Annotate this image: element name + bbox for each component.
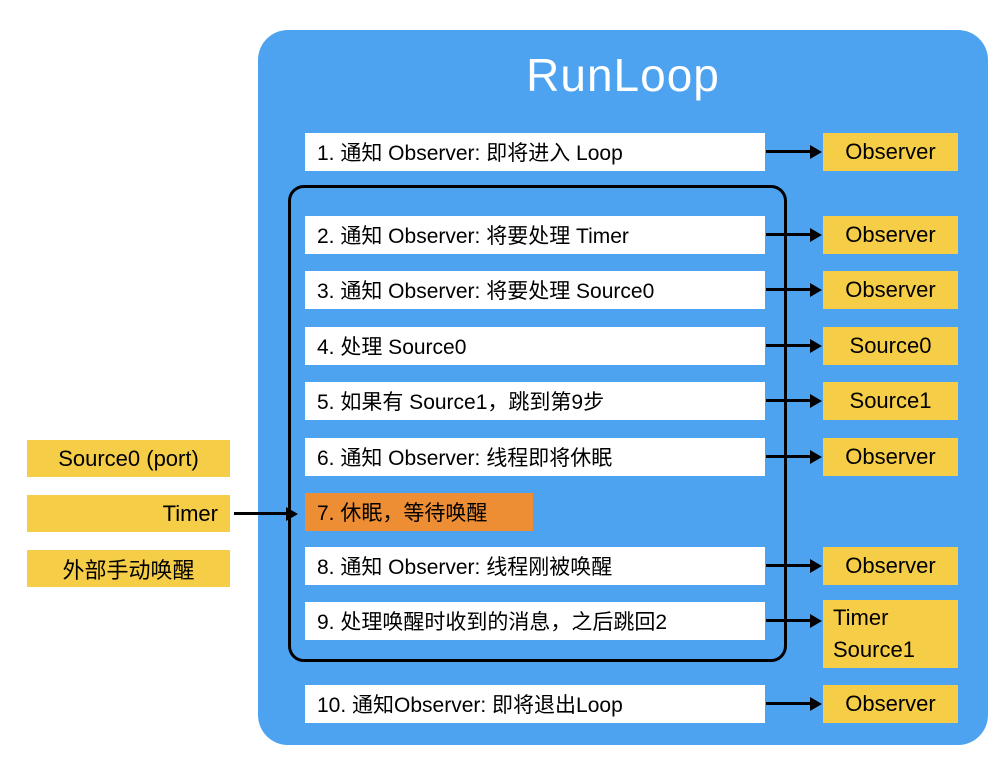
step-4-target-label: Source0 [849,333,932,358]
step-10-box: 10. 通知Observer: 即将退出Loop [305,685,765,723]
step-4-box: 4. 处理 Source0 [305,327,765,365]
step-10-target-label: Observer [845,691,936,716]
step-3-target-label: Observer [845,277,936,302]
wakeup-manual-label: 外部手动唤醒 [62,557,195,583]
step-6-arrow [766,455,810,458]
step-8-target-label: Observer [845,553,936,578]
step-4-target: Source0 [823,327,958,365]
step-2-box: 2. 通知 Observer: 将要处理 Timer [305,216,765,254]
step-8-arrow [766,564,810,567]
step-10-label: 10. 通知Observer: 即将退出Loop [317,694,623,717]
step-6-label: 6. 通知 Observer: 线程即将休眠 [317,447,613,470]
step-1-arrow [766,150,810,153]
step-8-label: 8. 通知 Observer: 线程刚被唤醒 [317,556,613,579]
step-3-arrow [766,288,810,291]
step-8-target: Observer [823,547,958,585]
wakeup-source0-label: Source0 (port) [58,445,199,471]
step-8-box: 8. 通知 Observer: 线程刚被唤醒 [305,547,765,585]
step-9-box: 9. 处理唤醒时收到的消息，之后跳回2 [305,602,765,640]
step-5-label: 5. 如果有 Source1，跳到第9步 [317,391,605,414]
step-3-label: 3. 通知 Observer: 将要处理 Source0 [317,280,655,303]
step-1-target: Observer [823,133,958,171]
step-7-label: 7. 休眠，等待唤醒 [317,502,488,525]
inner-loop-outline [288,185,787,662]
step-1-box: 1. 通知 Observer: 即将进入 Loop [305,133,765,171]
step-1-target-label: Observer [845,139,936,164]
wakeup-timer-box: Timer [27,495,230,532]
step-2-arrow [766,233,810,236]
wakeup-source0-box: Source0 (port) [27,440,230,477]
step-9-target-label: Timer Source1 [833,605,915,662]
step-9-arrow [766,619,810,622]
step-5-target: Source1 [823,382,958,420]
step-9-label: 9. 处理唤醒时收到的消息，之后跳回2 [317,611,668,634]
wakeup-arrow [234,512,286,515]
step-6-box: 6. 通知 Observer: 线程即将休眠 [305,438,765,476]
step-9-target: Timer Source1 [823,600,958,668]
step-5-target-label: Source1 [849,388,932,413]
step-3-target: Observer [823,271,958,309]
step-5-arrow [766,399,810,402]
wakeup-timer-label: Timer [162,500,218,526]
step-1-label: 1. 通知 Observer: 即将进入 Loop [317,142,623,165]
wakeup-manual-box: 外部手动唤醒 [27,550,230,587]
step-2-target-label: Observer [845,222,936,247]
step-4-arrow [766,344,810,347]
step-2-target: Observer [823,216,958,254]
step-4-label: 4. 处理 Source0 [317,336,467,359]
step-2-label: 2. 通知 Observer: 将要处理 Timer [317,225,629,248]
step-5-box: 5. 如果有 Source1，跳到第9步 [305,382,765,420]
step-6-target-label: Observer [845,444,936,469]
step-3-box: 3. 通知 Observer: 将要处理 Source0 [305,271,765,309]
step-10-target: Observer [823,685,958,723]
runloop-title: RunLoop [526,49,720,101]
step-6-target: Observer [823,438,958,476]
step-7-box: 7. 休眠，等待唤醒 [305,493,533,531]
step-10-arrow [766,702,810,705]
